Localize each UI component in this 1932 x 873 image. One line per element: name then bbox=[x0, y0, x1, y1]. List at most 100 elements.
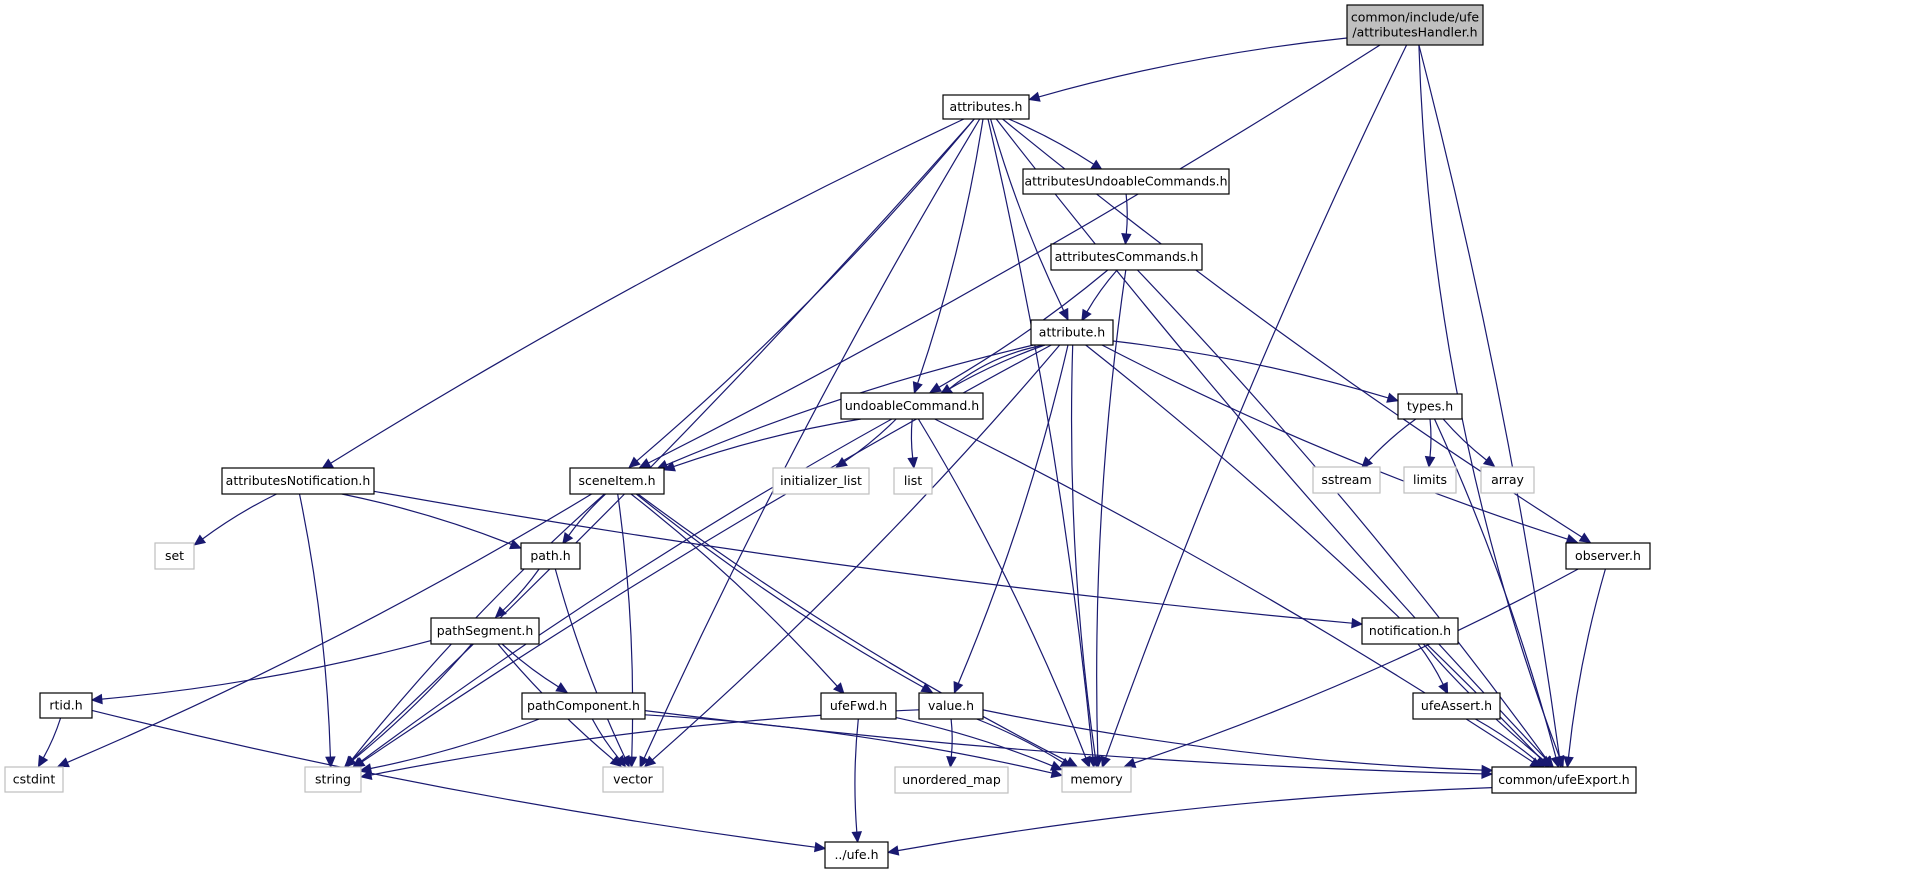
edge-value-to-unordered_map bbox=[946, 718, 957, 769]
arrowhead-icon bbox=[832, 682, 845, 695]
edge-attributes-to-undoableCommand bbox=[912, 118, 984, 394]
arrowhead-icon bbox=[321, 458, 334, 470]
edge-path-to-vector bbox=[554, 568, 630, 768]
arrowhead-icon bbox=[90, 693, 103, 705]
node-box bbox=[1030, 319, 1114, 346]
edge-attribute-to-undoableCommand bbox=[940, 344, 1045, 396]
node-memory: memory bbox=[1061, 766, 1132, 793]
node-ufeFwd[interactable]: ufeFwd.h bbox=[820, 692, 897, 720]
edge-value-to-ufeExport bbox=[982, 709, 1494, 776]
node-label: attributesUndoableCommands.h bbox=[1024, 174, 1227, 189]
edge-line bbox=[1134, 568, 1579, 764]
edge-line bbox=[651, 344, 1061, 761]
edge-line bbox=[976, 718, 1064, 764]
edge-line bbox=[360, 418, 893, 763]
node-types[interactable]: types.h bbox=[1397, 393, 1463, 420]
arrowhead-icon bbox=[1386, 392, 1399, 403]
node-box bbox=[1403, 466, 1457, 494]
edge-line bbox=[949, 344, 1045, 390]
edge-line bbox=[1429, 418, 1432, 458]
arrowhead-icon bbox=[1565, 534, 1579, 544]
node-ufeAssert[interactable]: ufeAssert.h bbox=[1412, 692, 1501, 720]
edge-attributes-to-string bbox=[343, 118, 975, 768]
edge-types-to-sstream bbox=[1361, 418, 1417, 469]
node-box bbox=[221, 467, 375, 495]
node-label: cstdint bbox=[13, 772, 56, 787]
edge-undoableCommand-to-memory bbox=[917, 418, 1091, 769]
edge-line bbox=[1136, 269, 1548, 760]
node-attribute[interactable]: attribute.h bbox=[1030, 319, 1114, 346]
node-label: common/include/ufe bbox=[1351, 10, 1479, 25]
edge-line bbox=[644, 710, 1483, 775]
edge-line bbox=[330, 118, 965, 464]
node-ufeExport[interactable]: common/ufeExport.h bbox=[1491, 766, 1637, 794]
arrowhead-icon bbox=[619, 754, 630, 768]
node-box bbox=[824, 841, 889, 869]
node-sceneItem[interactable]: sceneItem.h bbox=[569, 467, 665, 495]
node-attributesUndoableCommands[interactable]: attributesUndoableCommands.h bbox=[1022, 168, 1230, 195]
node-label: types.h bbox=[1407, 399, 1453, 414]
edge-line bbox=[637, 493, 1069, 763]
node-box bbox=[430, 617, 540, 645]
node-rtid[interactable]: rtid.h bbox=[39, 692, 93, 719]
node-initializer_list: initializer_list bbox=[772, 467, 870, 495]
arrowhead-icon bbox=[886, 845, 900, 856]
node-value[interactable]: value.h bbox=[918, 692, 984, 720]
node-array: array bbox=[1480, 466, 1535, 494]
node-undoableCommand[interactable]: undoableCommand.h bbox=[840, 392, 984, 420]
edge-types-to-limits bbox=[1424, 418, 1436, 469]
arrowhead-icon bbox=[1563, 756, 1574, 769]
node-label: memory bbox=[1070, 772, 1123, 787]
arrowhead-icon bbox=[1351, 617, 1364, 629]
edge-line bbox=[341, 493, 512, 545]
node-box bbox=[154, 542, 195, 570]
node-attributes[interactable]: attributes.h bbox=[942, 94, 1030, 120]
node-pathSegment[interactable]: pathSegment.h bbox=[430, 617, 540, 645]
arrowhead-icon bbox=[1438, 681, 1449, 695]
edge-line bbox=[1475, 718, 1538, 762]
edge-ufeFwd-to-memory bbox=[895, 717, 1063, 771]
node-attributesCommands[interactable]: attributesCommands.h bbox=[1050, 243, 1203, 271]
edge-line bbox=[1368, 418, 1417, 461]
node-attributesNotification[interactable]: attributesNotification.h bbox=[221, 467, 375, 495]
arrowhead-icon bbox=[1049, 760, 1063, 771]
node-observer[interactable]: observer.h bbox=[1565, 542, 1651, 570]
edge-sceneItem-to-cstdint bbox=[56, 493, 592, 768]
node-label: undoableCommand.h bbox=[845, 398, 979, 413]
node-label: attribute.h bbox=[1039, 325, 1105, 340]
arrowhead-icon bbox=[56, 757, 70, 768]
node-box bbox=[918, 692, 984, 720]
node-box bbox=[1346, 4, 1484, 46]
edge-line bbox=[990, 118, 1065, 311]
edge-line bbox=[995, 118, 1547, 760]
node-ufe[interactable]: ../ufe.h bbox=[824, 841, 889, 869]
arrowhead-icon bbox=[344, 755, 357, 768]
arrowhead-icon bbox=[1123, 757, 1137, 768]
arrowhead-icon bbox=[37, 754, 49, 768]
edge-line bbox=[897, 787, 1493, 852]
edge-line bbox=[617, 493, 634, 758]
node-path[interactable]: path.h bbox=[520, 542, 581, 570]
edge-observer-to-memory bbox=[1123, 568, 1579, 768]
node-box bbox=[1397, 393, 1463, 420]
node-list: list bbox=[893, 467, 933, 495]
node-label: ufeAssert.h bbox=[1421, 698, 1492, 713]
edge-line bbox=[895, 717, 1053, 767]
arrowhead-icon bbox=[1081, 308, 1092, 322]
node-notification[interactable]: notification.h bbox=[1361, 617, 1459, 645]
edge-line bbox=[298, 493, 331, 758]
edge-line bbox=[202, 493, 277, 540]
edge-undoableCommand-to-sceneItem bbox=[663, 418, 861, 472]
edge-line bbox=[591, 718, 620, 760]
node-box bbox=[520, 542, 581, 570]
edge-line bbox=[352, 643, 473, 761]
node-pathComponent[interactable]: pathComponent.h bbox=[521, 692, 646, 720]
edge-ufeExport-to-ufe bbox=[886, 787, 1493, 856]
node-box bbox=[894, 766, 1009, 794]
node-cstdint: cstdint bbox=[4, 766, 64, 793]
node-attributesHandler[interactable]: common/include/ufe/attributesHandler.h bbox=[1346, 4, 1484, 46]
arrowhead-icon bbox=[912, 381, 923, 394]
node-box bbox=[1480, 466, 1535, 494]
edge-rtid-to-cstdint bbox=[37, 717, 62, 768]
edge-rtid-to-ufe bbox=[91, 709, 827, 853]
